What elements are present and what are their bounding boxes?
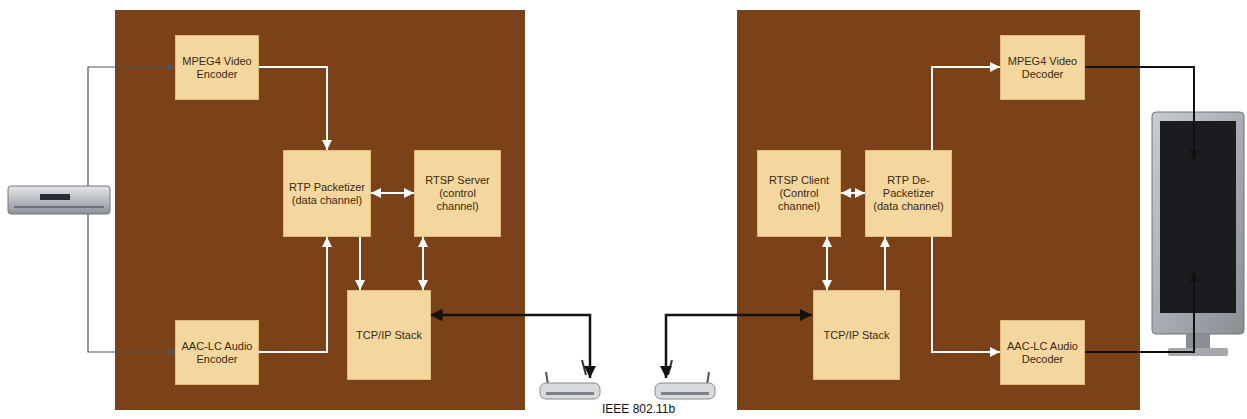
process-box: AAC-LC Audio Encoder <box>175 320 259 385</box>
data-flow-arrow <box>826 237 828 290</box>
wireless-router <box>655 360 715 399</box>
process-box: AAC-LC Audio Decoder <box>1000 320 1085 385</box>
data-flow-arrow <box>932 237 1000 352</box>
box-text: RTSP Client (Control channel) <box>763 174 835 213</box>
process-box: TCP/IP Stack <box>347 290 431 380</box>
video-output-wire <box>1085 67 1194 160</box>
box-text: MPEG4 Video Encoder <box>181 55 253 81</box>
data-flow-arrow <box>359 237 361 290</box>
process-box: TCP/IP Stack <box>813 290 900 380</box>
data-flow-arrow <box>259 67 327 150</box>
box-text: AAC-LC Audio Encoder <box>181 340 253 366</box>
receiver-panel <box>737 10 1140 410</box>
data-flow-arrow <box>932 67 1000 150</box>
box-text: RTP De-Packetizer (data channel) <box>871 174 946 213</box>
video-input-wire <box>88 67 175 186</box>
audio-output-wire <box>1085 272 1194 352</box>
process-box: RTSP Server (control channel) <box>414 150 501 237</box>
process-box: RTSP Client (Control channel) <box>757 150 841 237</box>
box-text: RTP Packetizer (data channel) <box>289 181 365 207</box>
data-flow-arrow <box>259 237 327 352</box>
television <box>1152 112 1244 356</box>
audio-input-wire <box>88 214 175 352</box>
process-box: RTP Packetizer (data channel) <box>283 150 371 237</box>
box-text: MPEG4 Video Decoder <box>1006 55 1079 81</box>
network-wire <box>430 315 590 378</box>
box-text: TCP/IP Stack <box>824 329 890 342</box>
process-box: RTP De-Packetizer (data channel) <box>865 150 952 237</box>
data-flow-arrow <box>884 237 886 290</box>
box-text: RTSP Server (control channel) <box>420 174 495 213</box>
process-box: MPEG4 Video Encoder <box>175 35 259 100</box>
box-text: TCP/IP Stack <box>356 329 422 342</box>
data-flow-arrow <box>422 237 424 290</box>
network-wire <box>666 315 812 378</box>
data-flow-arrow <box>371 192 414 194</box>
data-flow-arrow <box>841 192 865 194</box>
network-label: IEEE 802.11b <box>600 402 677 416</box>
dvd-player <box>8 186 110 214</box>
sender-panel <box>115 10 525 410</box>
box-text: AAC-LC Audio Decoder <box>1006 340 1079 366</box>
process-box: MPEG4 Video Decoder <box>1000 35 1085 100</box>
